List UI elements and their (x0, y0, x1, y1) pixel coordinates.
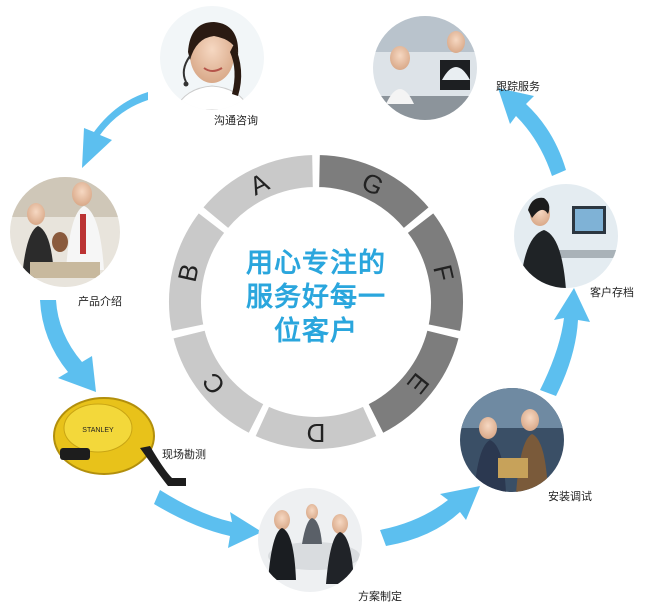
ring-letter-b: B (172, 261, 205, 285)
center-line-2: 服务好每一 (246, 281, 386, 313)
office-computer-photo (514, 184, 618, 288)
center-slogan: 用心专注的 服务好每一 位客户 (246, 247, 386, 347)
center-line-1: 用心专注的 (246, 247, 386, 279)
step-label-survey: 现场勘测 (162, 447, 206, 461)
measuring-tape-picture: STANLEY (53, 397, 186, 486)
arrow-communicate-to-product (82, 92, 148, 168)
ring-segment-a (200, 153, 315, 231)
step-label-communicate: 沟通咨询 (214, 113, 258, 127)
ring-segment-b (167, 210, 227, 334)
support-staff-photo (373, 16, 477, 120)
arrow-survey-to-plan (154, 490, 262, 548)
sales-presentation-photo (10, 177, 120, 287)
arrow-install-to-archive (540, 288, 590, 396)
arrow-archive-to-follow (498, 88, 566, 176)
step-survey: STANLEY 现场勘测 (53, 397, 206, 486)
step-plan: 方案制定 (258, 488, 402, 603)
step-label-product: 产品介绍 (78, 294, 122, 308)
step-communicate: 沟通咨询 (160, 6, 264, 127)
flow-arrows (40, 88, 590, 548)
step-label-install: 安装调试 (548, 489, 592, 503)
center-line-3: 位客户 (274, 315, 358, 347)
ring-segment-f (405, 210, 465, 334)
ring-segment-g (317, 153, 432, 231)
ring-letter-f: F (427, 262, 460, 284)
step-label-plan: 方案制定 (358, 589, 402, 603)
arrow-product-to-survey (40, 300, 96, 392)
ring-segment-e (366, 328, 461, 436)
step-install: 安装调试 (460, 388, 592, 503)
step-label-follow: 跟踪服务 (496, 79, 540, 93)
technicians-photo (460, 388, 564, 492)
step-label-archive: 客户存档 (590, 285, 634, 299)
step-product: 产品介绍 (10, 177, 122, 308)
meeting-photo (258, 488, 362, 592)
step-archive: 客户存档 (514, 184, 634, 299)
ring-segment-c (171, 328, 266, 436)
customer-service-photo (160, 6, 264, 110)
arrow-plan-to-install (380, 486, 480, 546)
ring-segment-d (253, 404, 379, 451)
ring-letter-d: D (307, 418, 326, 448)
svg-text:STANLEY: STANLEY (82, 427, 114, 434)
